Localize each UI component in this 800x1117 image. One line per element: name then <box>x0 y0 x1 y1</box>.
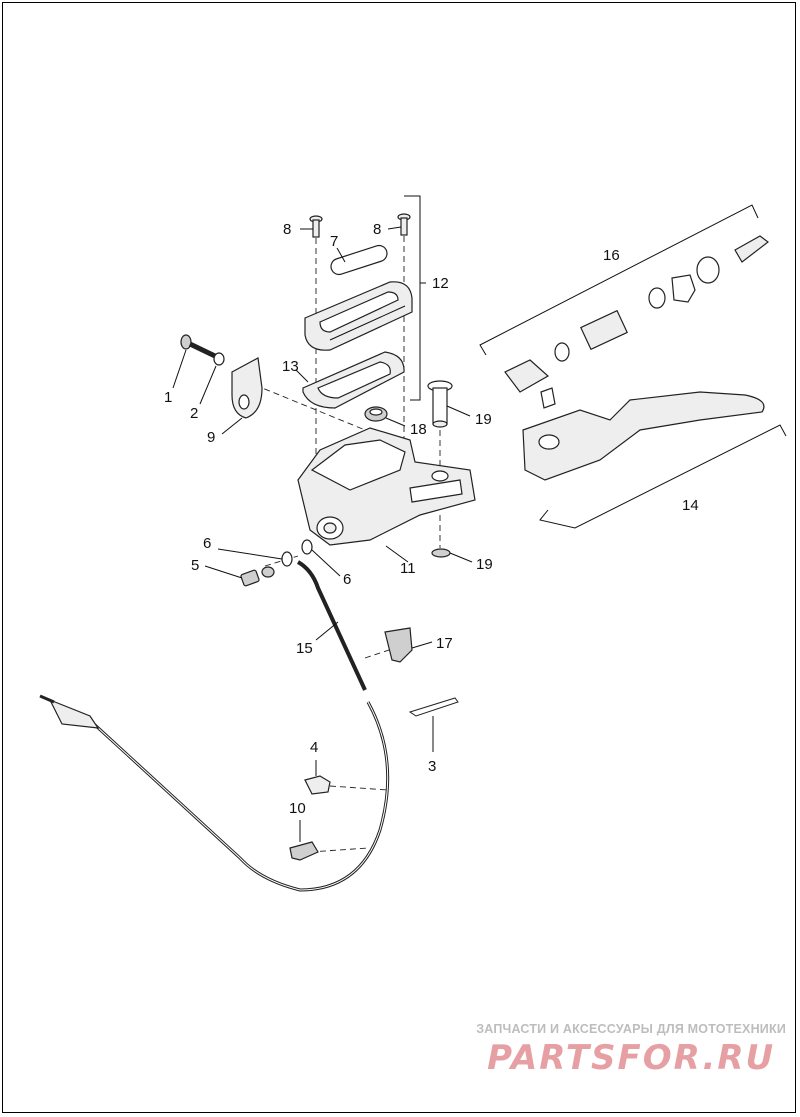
callout-18: 18 <box>410 421 427 438</box>
callout-16: 16 <box>603 247 620 264</box>
callout-5: 5 <box>191 557 199 574</box>
callout-8-right: 8 <box>373 221 381 238</box>
callout-19-lower: 19 <box>476 556 493 573</box>
screw-8-right <box>397 213 411 236</box>
master-cylinder-body <box>297 427 476 546</box>
callout-13: 13 <box>282 358 299 375</box>
callout-19-upper: 19 <box>475 411 492 428</box>
callout-11: 11 <box>400 560 416 577</box>
callout-2: 2 <box>190 405 198 422</box>
bracket-lines <box>404 195 787 529</box>
banjo-bolt-5 <box>240 566 275 587</box>
cover-gasket-7 <box>330 244 388 276</box>
clamp-screw-1 <box>180 334 217 359</box>
line-clip-10 <box>289 841 319 861</box>
washer-6-left <box>281 551 293 567</box>
callout-9: 9 <box>207 429 215 446</box>
callout-7: 7 <box>330 233 338 250</box>
callout-6-right: 6 <box>343 571 351 588</box>
callout-1: 1 <box>164 389 172 406</box>
callout-6-left: 6 <box>203 535 211 552</box>
callout-3: 3 <box>428 758 436 775</box>
reservoir-cover <box>304 281 413 351</box>
washer-6-right <box>301 539 313 555</box>
washer-2 <box>213 352 225 366</box>
hose-clip-17 <box>384 627 413 663</box>
brake-lever-14 <box>522 387 765 481</box>
hydraulic-line-15 <box>39 560 390 892</box>
pivot-pin-19 <box>427 380 453 428</box>
retaining-clip-19 <box>431 548 451 558</box>
screw-8-left <box>309 215 323 238</box>
watermark-caption: ЗАПЧАСТИ И АКСЕССУАРЫ ДЛЯ МОТОТЕХНИКИ <box>476 1022 786 1036</box>
callout-10: 10 <box>289 800 306 817</box>
callout-4: 4 <box>310 739 318 756</box>
line-clip-4 <box>304 775 331 795</box>
diaphragm-13 <box>302 351 405 409</box>
handlebar-clamp-9 <box>231 357 263 419</box>
watermark: ЗАПЧАСТИ И АКСЕССУАРЫ ДЛЯ МОТОТЕХНИКИ PA… <box>476 1022 786 1078</box>
sight-plug-18 <box>364 406 388 422</box>
callout-8-left: 8 <box>283 221 291 238</box>
piston-assembly-16 <box>504 235 769 393</box>
callout-17: 17 <box>436 635 453 652</box>
leader-lines <box>172 226 473 842</box>
cotter-pin-3 <box>408 697 459 717</box>
watermark-brand: PARTSFOR.RU <box>487 1038 776 1078</box>
callout-12: 12 <box>432 275 449 292</box>
callout-numbers: 1 2 3 4 5 6 6 7 8 8 9 10 11 12 13 14 15 … <box>164 221 699 817</box>
callout-14: 14 <box>682 497 699 514</box>
callout-15: 15 <box>296 640 313 657</box>
